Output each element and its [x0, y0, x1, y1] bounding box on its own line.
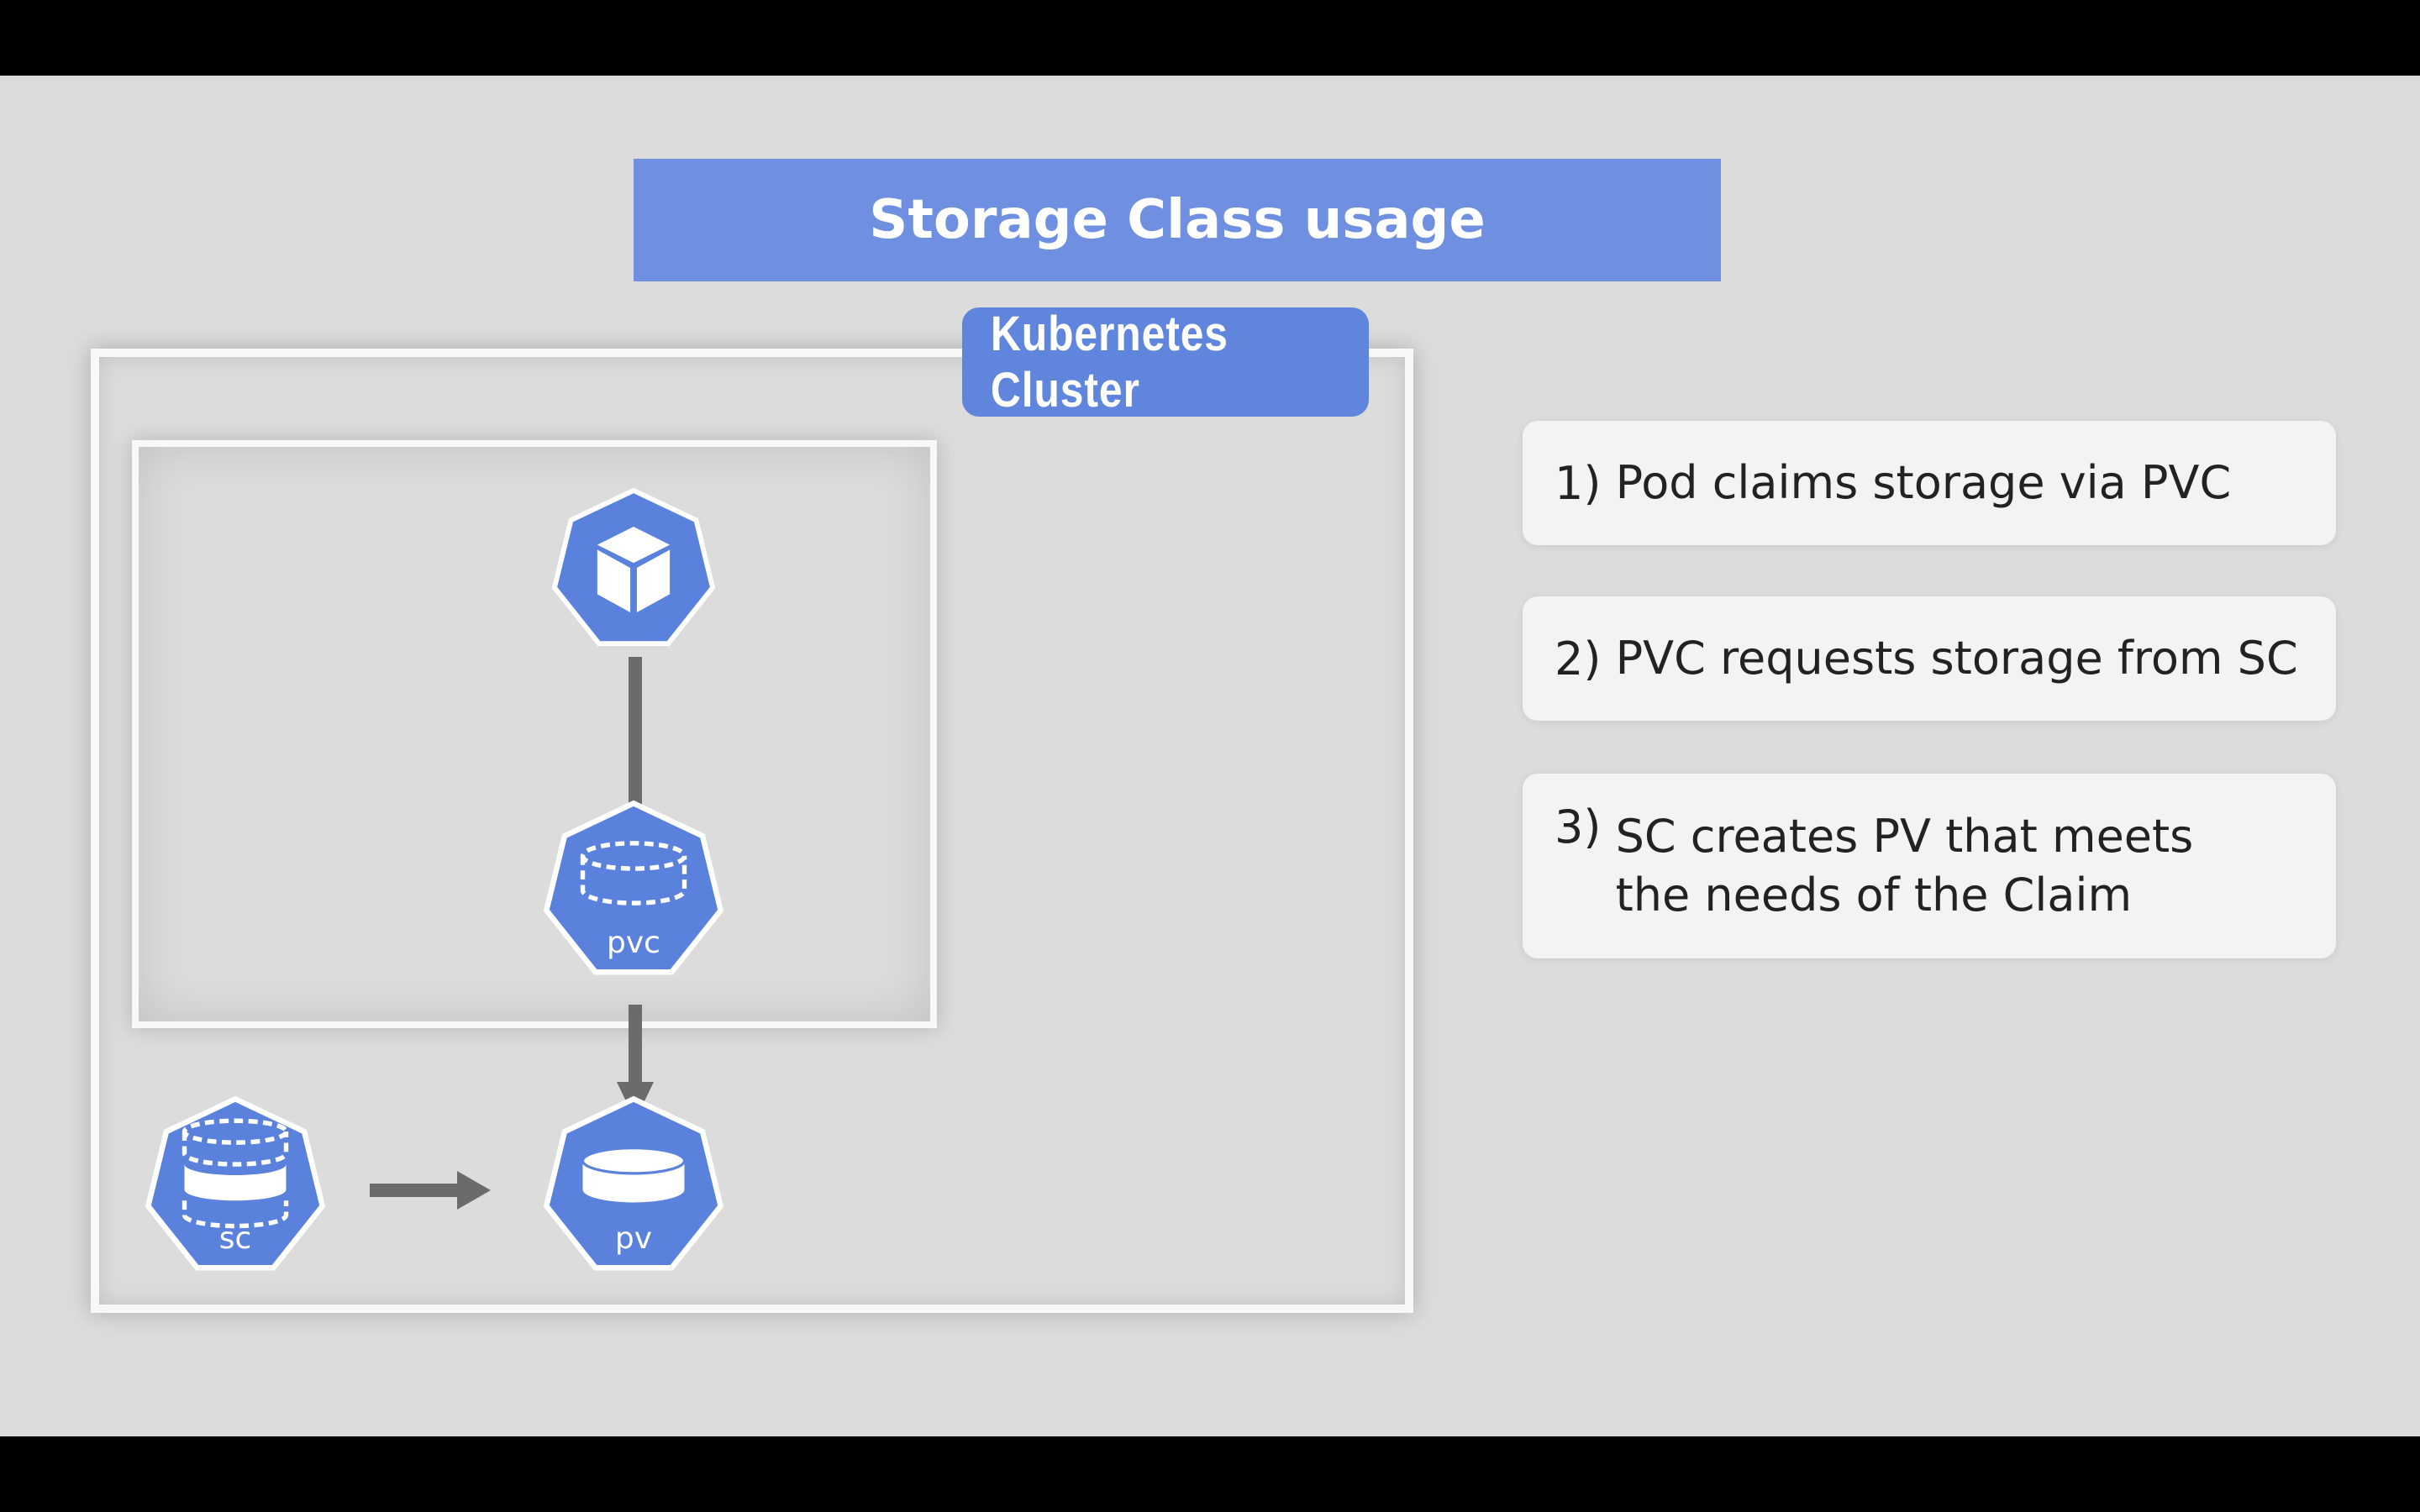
pvc-label: pvc: [607, 926, 660, 960]
step-text: SC creates PV that meets the needs of th…: [1615, 810, 2194, 921]
step-card-2: 2) PVC requests storage from SC: [1523, 596, 2336, 721]
step-card-1: 1) Pod claims storage via PVC: [1523, 421, 2336, 545]
title-banner: Storage Class usage: [634, 159, 1721, 281]
dashed-cylinder-icon: [543, 800, 724, 975]
slide: Storage Class usage Kubernetes Cluster p…: [0, 76, 2420, 1436]
pv-node: pv: [543, 1095, 724, 1277]
cylinder-icon: [543, 1095, 724, 1271]
step-card-3: 3) SC creates PV that meets the needs of…: [1523, 774, 2336, 958]
pod-node: [551, 487, 716, 652]
sc-label: sc: [218, 1221, 252, 1256]
namespace-box: [132, 440, 937, 1028]
stacked-cylinders-icon: [145, 1095, 326, 1271]
arrow-sc-to-pv: [370, 1171, 491, 1210]
step-text: PVC requests storage from SC: [1615, 632, 2298, 685]
step-number: 2): [1555, 632, 1602, 685]
kubernetes-cluster-box: [91, 349, 1413, 1313]
slide-title: Storage Class usage: [869, 189, 1486, 251]
pvc-node: pvc: [543, 800, 724, 981]
sc-node: sc: [145, 1095, 326, 1277]
pv-label: pv: [614, 1221, 653, 1256]
step-text: Pod claims storage via PVC: [1615, 456, 2232, 509]
step-number: 3): [1555, 801, 1602, 853]
cluster-label: Kubernetes Cluster: [962, 307, 1369, 417]
step-number: 1): [1555, 456, 1602, 510]
cube-icon: [551, 487, 716, 647]
cluster-label-text: Kubernetes Cluster: [990, 307, 1228, 417]
